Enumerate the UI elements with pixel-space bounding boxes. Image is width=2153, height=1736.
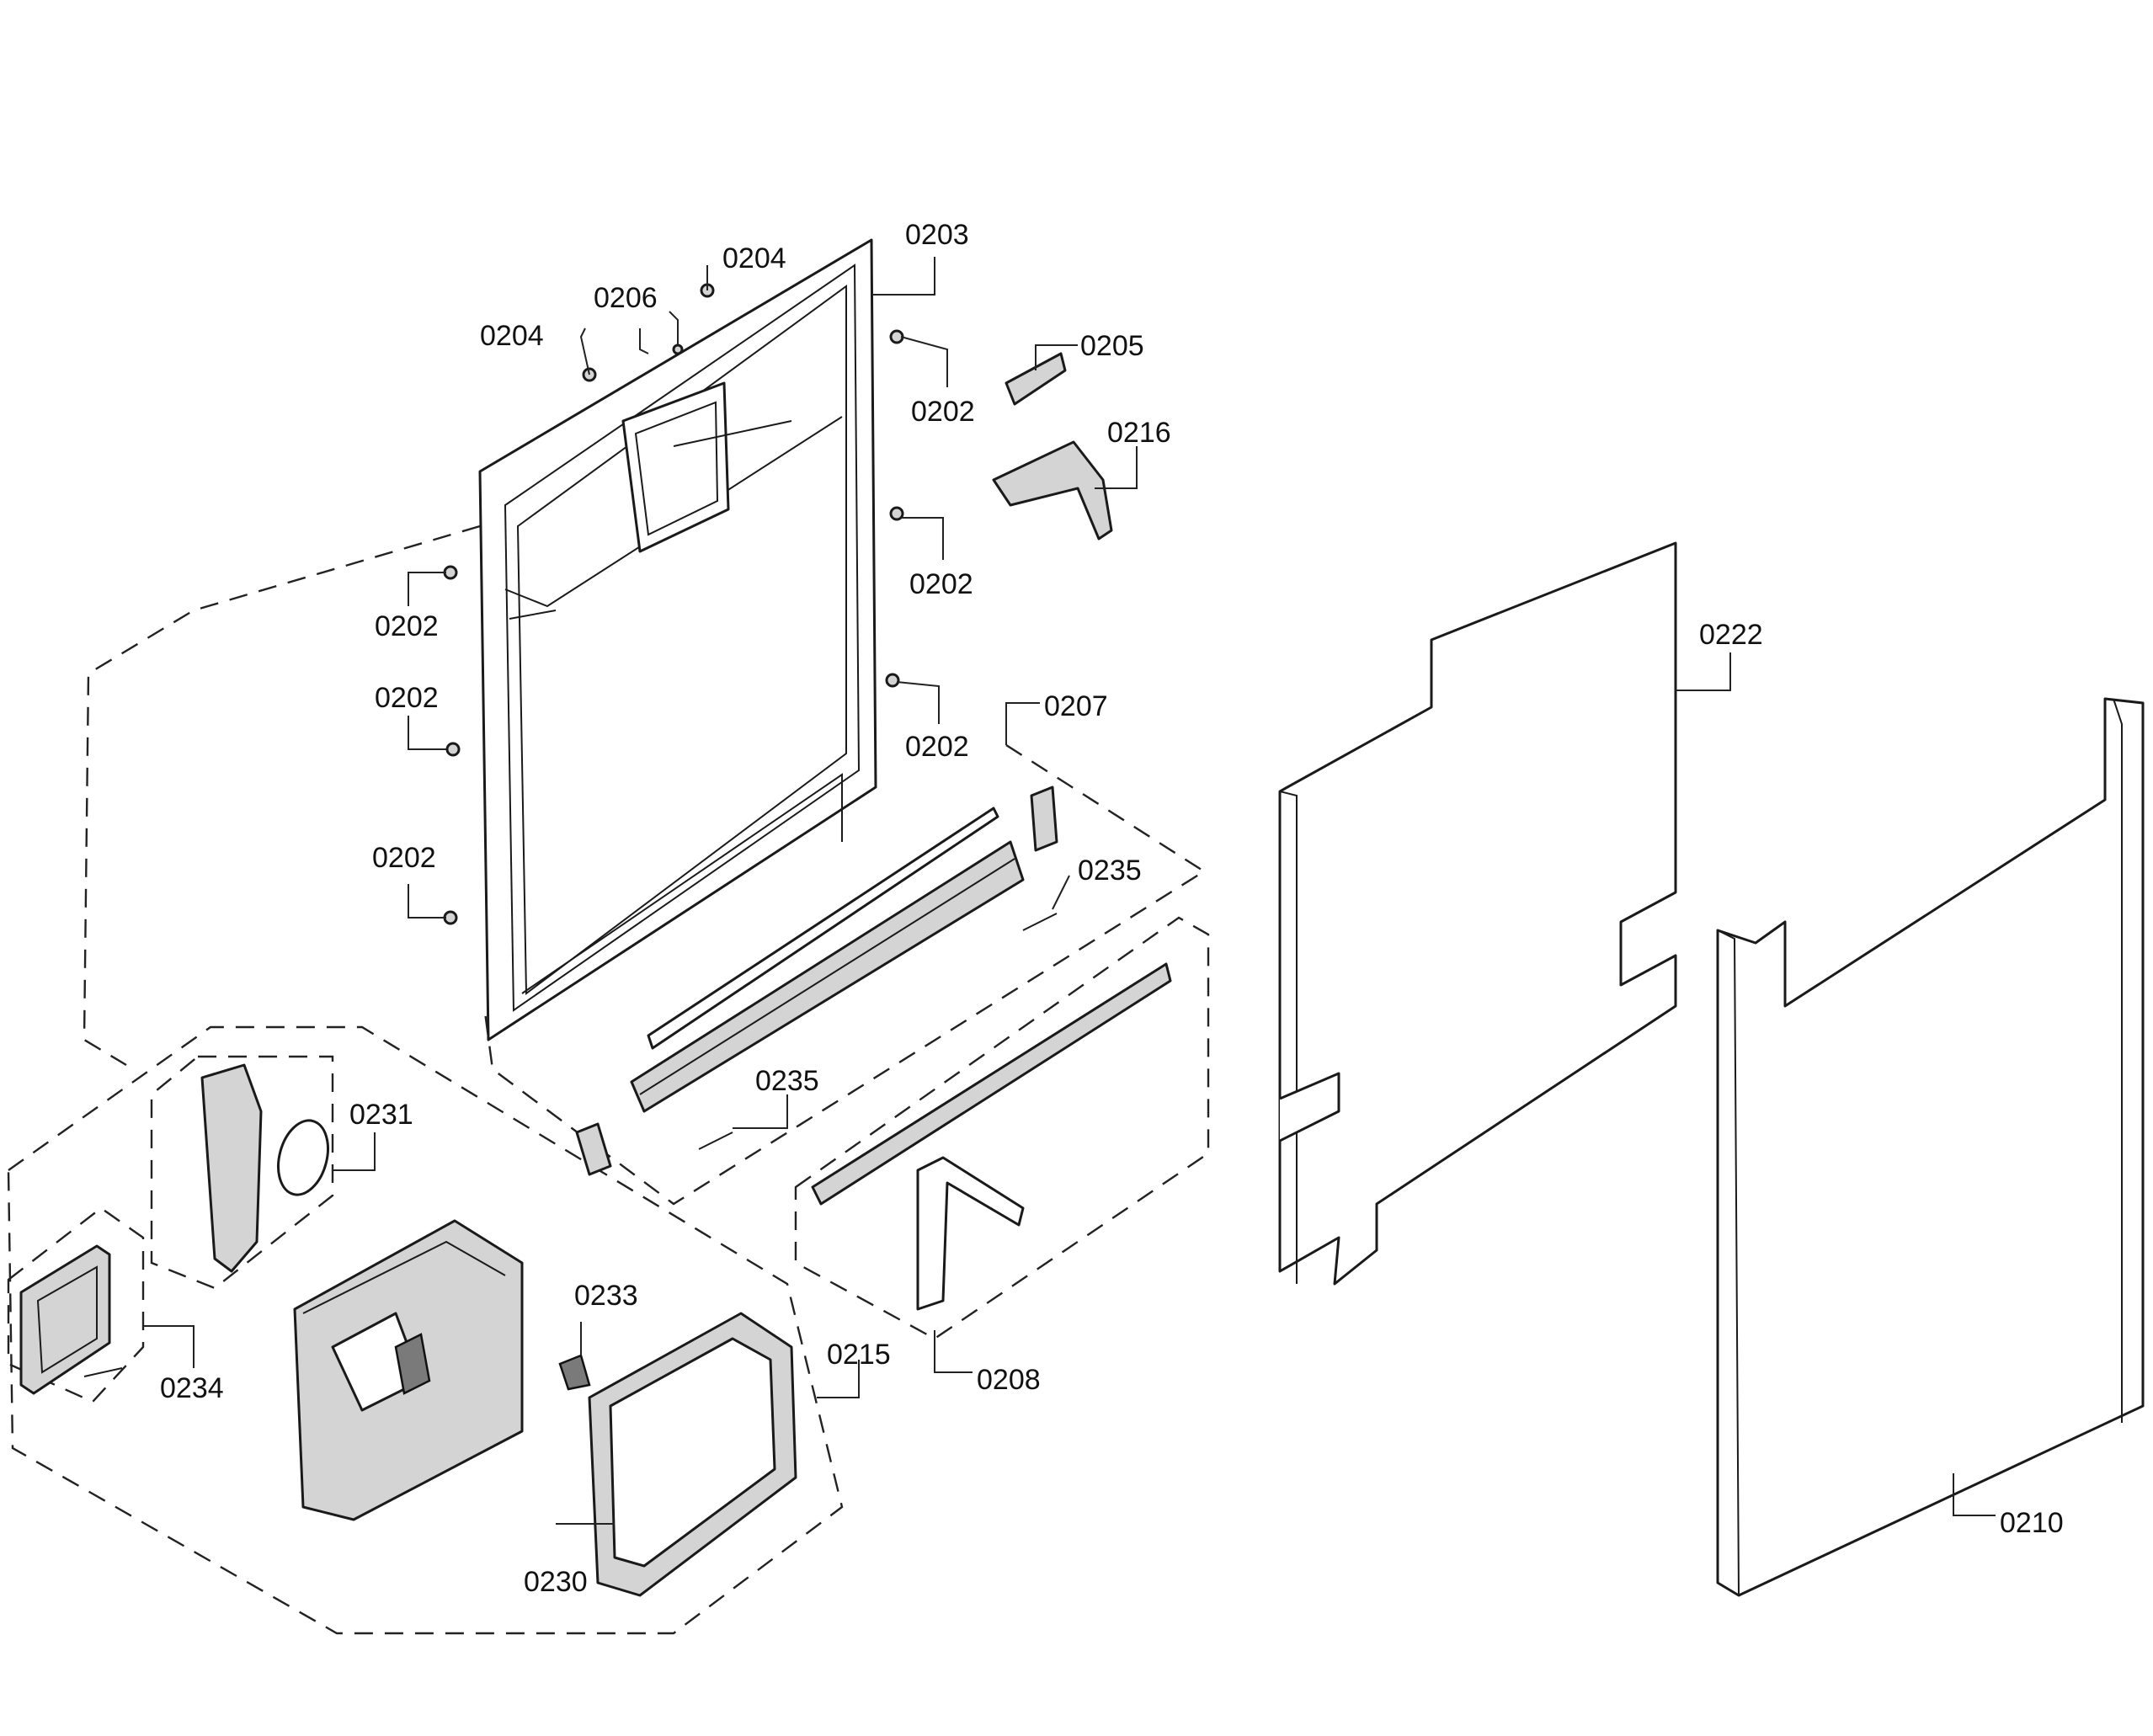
callout-0235: 0235 (755, 1065, 819, 1097)
callout-0202: 0202 (372, 842, 436, 874)
screw-icon (443, 565, 458, 580)
callout-0231: 0231 (349, 1099, 413, 1131)
screw-icon (885, 673, 900, 688)
control-panel (19, 1244, 123, 1395)
callout-0204: 0204 (722, 242, 786, 274)
callout-0235: 0235 (1078, 855, 1142, 887)
screw-icon (672, 343, 684, 355)
switch-group-outline (150, 1055, 334, 1290)
hinge-group-outline (482, 743, 1207, 1206)
latch-parts (992, 352, 1113, 541)
outer-insulation-panel (1278, 541, 1677, 1286)
callout-0207: 0207 (1044, 690, 1108, 722)
callout-0204: 0204 (480, 320, 544, 352)
callout-0202: 0202 (911, 396, 975, 428)
callout-0233: 0233 (574, 1280, 638, 1312)
callout-0202: 0202 (375, 682, 439, 714)
switch-parts (200, 1063, 329, 1273)
control-module (293, 1219, 524, 1521)
inner-door-frame (478, 238, 877, 1041)
callout-0230: 0230 (524, 1566, 588, 1598)
callout-0234: 0234 (160, 1372, 224, 1404)
screw-icon (445, 742, 461, 757)
group-outlines (7, 525, 1210, 1635)
screw-icon (443, 910, 458, 925)
hinge-rails (575, 785, 1058, 1176)
callout-0202: 0202 (909, 568, 973, 600)
panel-group-outline (7, 1206, 145, 1403)
callout-0210: 0210 (2000, 1507, 2064, 1539)
callout-0202: 0202 (375, 610, 439, 642)
callout-0202: 0202 (905, 731, 969, 763)
lower-bracket-group-outline (794, 916, 1210, 1340)
door-assembly-group-outline (83, 525, 481, 1067)
callout-0216: 0216 (1107, 417, 1171, 449)
control-module-group-outline (7, 1025, 844, 1635)
callout-0205: 0205 (1080, 330, 1144, 362)
callout-0208: 0208 (977, 1364, 1041, 1396)
screws (443, 283, 904, 925)
leader-lines (143, 257, 1996, 1525)
seal-frame (588, 1312, 797, 1597)
lower-brackets (811, 962, 1172, 1311)
knob (558, 1354, 591, 1391)
callout-0206: 0206 (594, 282, 658, 314)
callout-0203: 0203 (905, 219, 969, 251)
screw-icon (889, 506, 904, 521)
callout-labels: 0203 0204 0204 0206 0205 0216 0202 0202 … (160, 219, 2064, 1598)
screw-icon (889, 329, 904, 344)
callout-0215: 0215 (827, 1339, 891, 1371)
callout-0222: 0222 (1699, 619, 1763, 651)
outer-door (1716, 697, 2145, 1597)
